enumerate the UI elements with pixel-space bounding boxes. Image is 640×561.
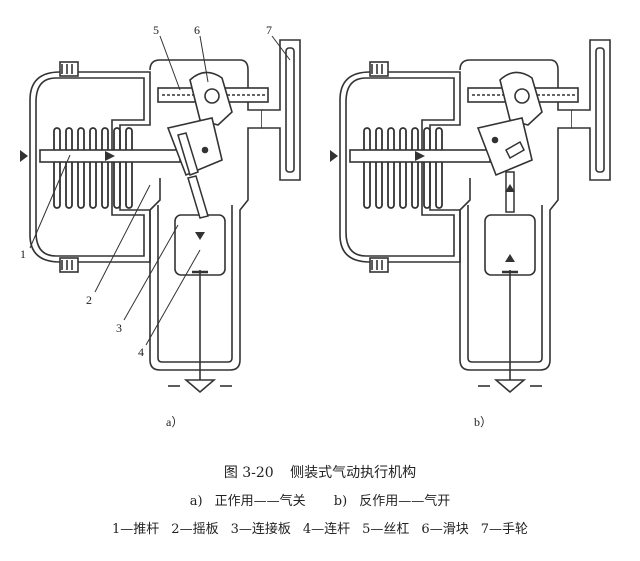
up-arrow-icon <box>505 184 515 192</box>
part-label-2: 2 <box>86 293 92 307</box>
actuator-a <box>20 35 302 394</box>
actuator-b <box>330 38 612 394</box>
panel-label-b: b） <box>474 415 492 429</box>
down-arrow-icon <box>195 232 205 240</box>
leader-lines <box>29 35 291 346</box>
legend-item: 2—摇板 <box>171 522 219 537</box>
part-label-7: 7 <box>266 23 272 37</box>
subcaption-key: b) <box>333 494 348 509</box>
legend-item: 1—推杆 <box>112 522 160 537</box>
connecting-rod <box>187 175 209 219</box>
part-number-labels: 1 2 3 4 5 6 7 a） b） <box>20 23 492 429</box>
link-plate <box>177 132 199 176</box>
air-arrow-icon <box>20 150 28 162</box>
legend-item: 6—滑块 <box>421 522 469 537</box>
figure-subcaptions: a) 正作用——气关 b) 反作用——气开 <box>0 490 640 509</box>
part-label-4: 4 <box>138 345 144 359</box>
figure-number: 图 3-20 <box>223 465 274 481</box>
legend-item: 3—连接板 <box>230 522 291 537</box>
legend-item: 4—连杆 <box>302 522 351 537</box>
subcaption-key: a) <box>189 494 203 509</box>
direction-arrow-icon <box>105 151 115 161</box>
direction-arrow-icon <box>415 151 425 161</box>
legend-item: 5—丝杠 <box>362 522 410 537</box>
figure-title: 图 3-20 侧装式气动执行机构 <box>0 462 640 482</box>
part-label-5: 5 <box>153 23 159 37</box>
figure-title-text: 侧装式气动执行机构 <box>290 465 417 481</box>
part-label-1: 1 <box>20 247 26 261</box>
part-label-3: 3 <box>116 321 122 335</box>
legend-item: 7—手轮 <box>480 522 528 537</box>
up-arrow-icon <box>505 254 515 262</box>
subcaption-text: 反作用——气开 <box>359 494 451 509</box>
panel-label-a: a） <box>166 415 183 429</box>
air-arrow-icon <box>330 150 338 162</box>
subcaption-text: 正作用——气关 <box>214 494 306 509</box>
part-label-6: 6 <box>194 23 200 37</box>
figure-legend: 1—推杆 2—摇板 3—连接板 4—连杆 5—丝杠 6—滑块 7—手轮 <box>0 518 640 537</box>
link-plate <box>505 140 525 160</box>
